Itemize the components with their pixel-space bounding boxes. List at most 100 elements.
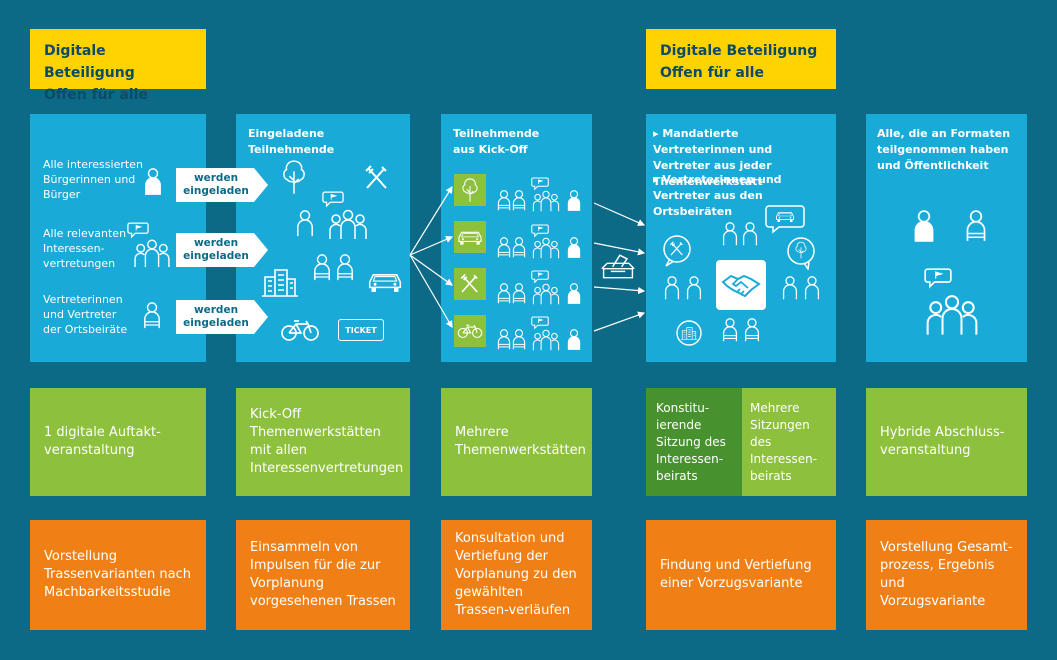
group-icon (532, 188, 560, 212)
green-label-4a: Konstitu-ierende Sitzung des Interessen-… (656, 400, 726, 483)
orange-box-3: Konsultation und Vertiefung der Vorplanu… (441, 520, 592, 630)
person-striped-icon (497, 329, 511, 350)
person-striped-icon (512, 237, 526, 258)
group-icon (532, 281, 560, 305)
green-label-2: Kick-Off Themenwerkstätten mit allen Int… (250, 407, 404, 476)
person-icon (722, 222, 738, 246)
arrow-label: werden eingeladen (183, 172, 249, 197)
col4-bullet-2: Vertreterinnen und Vertreter aus den Ort… (653, 172, 823, 220)
person-striped-icon (313, 254, 331, 281)
speech-bubble-car-icon (765, 205, 805, 234)
header-left-line2: Offen für alle (44, 87, 148, 103)
invitee-citizens: Alle interessierten Bürgerinnen und Bürg… (43, 158, 143, 201)
topic-tile-bike (454, 315, 486, 347)
person-filled-icon (913, 210, 935, 242)
green-label-1: 1 digitale Auftakt-veranstaltung (44, 425, 161, 458)
tree-icon (460, 177, 480, 203)
person-icon (782, 276, 798, 300)
green-box-final-event: Hybride Abschluss-veranstaltung (866, 388, 1027, 496)
topic-tile-nature (454, 174, 486, 206)
ticket-icon: TICKET (338, 319, 384, 341)
header-right-line2: Offen für alle (660, 65, 764, 81)
orange-box-1: Vorstellung Trassenvarianten nach Machba… (30, 520, 206, 630)
person-striped-icon (497, 237, 511, 258)
arrow-label: werden eingeladen (183, 304, 249, 329)
orange-label-3: Konsultation und Vertiefung der Vorplanu… (455, 531, 577, 618)
person-filled-icon (567, 329, 581, 350)
green-box-workshops: Mehrere Themenwerkstätten (441, 388, 592, 496)
speech-bubble-cutlery-icon (663, 235, 691, 267)
group-icon (532, 327, 560, 351)
invitee-local-councils: Vertreterinnen und Vertreter der Ortsbei… (43, 293, 128, 336)
col5-title: Alle, die an Formaten teilgenommen haben… (877, 127, 1011, 172)
arrow-invited-1: werden eingeladen (176, 168, 268, 202)
car-icon (457, 229, 483, 246)
col3-title: Teilnehmende aus Kick-Off (453, 126, 583, 158)
person-striped-icon (336, 254, 354, 281)
person-icon (804, 276, 820, 300)
person-striped-icon (744, 318, 760, 342)
person-striped-icon (497, 283, 511, 304)
arrow-label: werden eingeladen (183, 237, 249, 262)
tree-icon (280, 158, 308, 196)
person-striped-icon (965, 210, 987, 242)
person-icon (686, 276, 702, 300)
green-box-advisory-sessions: Mehrere Sitzungen des Interessen-beirats (742, 388, 836, 496)
speech-bubble-tree-icon (787, 237, 815, 270)
person-icon (296, 210, 314, 237)
orange-label-1: Vorstellung Trassenvarianten nach Machba… (44, 549, 192, 600)
orange-box-4: Findung und Vertiefung einer Vorzugsvari… (646, 520, 836, 630)
person-striped-icon (512, 190, 526, 211)
person-filled-icon (567, 283, 581, 304)
group-icon (133, 236, 171, 268)
fan-in-arrows (593, 202, 646, 332)
person-striped-icon (143, 302, 161, 329)
speech-bubble-flag-icon (924, 268, 952, 289)
header-right-line1: Digitale Beteiligung (660, 43, 818, 59)
arrow-invited-2: werden eingeladen (176, 233, 268, 267)
person-striped-icon (497, 190, 511, 211)
topic-tile-gastronomy (454, 268, 486, 300)
arrow-invited-3: werden eingeladen (176, 300, 268, 334)
orange-label-5: Vorstellung Gesamt-prozess, Ergebnis und… (880, 540, 1013, 609)
col3-title-line2: aus Kick-Off (453, 143, 528, 156)
bike-icon (280, 318, 320, 342)
header-box-left: Digitale Beteiligung Offen für alle (30, 29, 206, 103)
person-striped-icon (512, 329, 526, 350)
group-icon (532, 235, 560, 259)
ticket-label: TICKET (345, 325, 377, 335)
orange-box-5: Vorstellung Gesamt-prozess, Ergebnis und… (866, 520, 1027, 630)
person-striped-icon (722, 318, 738, 342)
group-icon (924, 290, 980, 336)
person-striped-icon (512, 283, 526, 304)
panel-public (866, 114, 1027, 362)
person-filled-icon (144, 168, 162, 195)
person-icon (664, 276, 680, 300)
person-filled-icon (567, 237, 581, 258)
car-icon (367, 270, 403, 294)
ballot-box-icon (600, 252, 636, 280)
person-icon (742, 222, 758, 246)
speech-bubble-building-icon (676, 320, 702, 346)
green-box-kickoff-workshops: Kick-Off Themenwerkstätten mit allen Int… (236, 388, 410, 496)
building-icon (260, 267, 300, 297)
green-label-5: Hybride Abschluss-veranstaltung (880, 425, 1005, 458)
cutlery-icon (362, 163, 392, 193)
green-box-constituent-session: Konstitu-ierende Sitzung des Interessen-… (646, 388, 742, 496)
col2-title: Eingeladene Teilnehmende (248, 127, 335, 156)
invitee-interest-groups: Alle relevanten Interessen-vertretungen (43, 227, 127, 270)
person-filled-icon (567, 190, 581, 211)
cutlery-icon (458, 272, 482, 296)
header-left-line1: Digitale Beteiligung (44, 43, 135, 81)
orange-label-2: Einsammeln von Impulsen für die zur Vorp… (250, 540, 396, 609)
bike-icon (457, 323, 483, 339)
topic-tile-car (454, 221, 486, 253)
fan-out-arrows (409, 185, 454, 329)
green-label-4b: Mehrere Sitzungen des Interessen-beirats (750, 400, 818, 483)
col3-title-line1: Teilnehmende (453, 127, 540, 140)
handshake-icon (716, 260, 766, 310)
green-box-kickoff-event: 1 digitale Auftakt-veranstaltung (30, 388, 206, 496)
orange-box-2: Einsammeln von Impulsen für die zur Vorp… (236, 520, 410, 630)
green-label-3: Mehrere Themenwerkstätten (455, 425, 586, 458)
header-box-right: Digitale Beteiligung Offen für alle (646, 29, 836, 89)
